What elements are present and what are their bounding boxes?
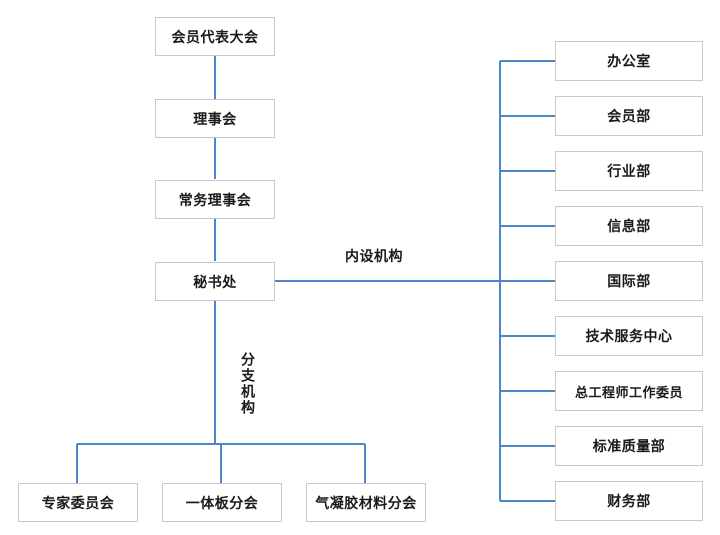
node-aerogel-material-branch[interactable]: 气凝胶材料分会	[306, 483, 426, 522]
node-secretariat[interactable]: 秘书处	[155, 262, 275, 301]
node-chief-engineer-committee-label: 总工程师工作委员	[574, 384, 683, 400]
node-information-dept[interactable]: 信息部	[555, 206, 703, 246]
node-membership-dept-label: 会员部	[607, 108, 651, 124]
node-industry-dept[interactable]: 行业部	[555, 151, 703, 191]
node-industry-dept-label: 行业部	[607, 163, 651, 179]
node-finance-dept-label: 财务部	[607, 493, 651, 509]
node-membership-dept[interactable]: 会员部	[555, 96, 703, 136]
node-expert-committee[interactable]: 专家委员会	[18, 483, 138, 522]
node-standard-quality-dept[interactable]: 标准质量部	[555, 426, 703, 466]
node-assembly[interactable]: 会员代表大会	[155, 17, 275, 56]
node-international-dept[interactable]: 国际部	[555, 261, 703, 301]
node-secretariat-label: 秘书处	[193, 273, 237, 290]
node-integrated-board-branch[interactable]: 一体板分会	[162, 483, 282, 522]
node-integrated-board-branch-label: 一体板分会	[185, 494, 259, 511]
label-internal-departments: 内设机构	[345, 246, 403, 266]
label-branch-organizations: 分支机构	[240, 352, 256, 416]
node-international-dept-label: 国际部	[607, 273, 651, 289]
node-finance-dept[interactable]: 财务部	[555, 481, 703, 521]
label-branch-organizations-text: 分支机构	[240, 352, 256, 416]
node-standing-council-label: 常务理事会	[178, 191, 252, 208]
node-standard-quality-dept-label: 标准质量部	[592, 438, 666, 454]
node-expert-committee-label: 专家委员会	[41, 494, 115, 511]
node-assembly-label: 会员代表大会	[171, 28, 259, 45]
node-chief-engineer-committee[interactable]: 总工程师工作委员	[555, 371, 703, 411]
node-information-dept-label: 信息部	[607, 218, 651, 234]
label-internal-departments-text: 内设机构	[345, 248, 403, 264]
node-office-label: 办公室	[607, 53, 651, 69]
node-standing-council[interactable]: 常务理事会	[155, 180, 275, 219]
node-council-label: 理事会	[193, 110, 237, 127]
node-tech-service-center[interactable]: 技术服务中心	[555, 316, 703, 356]
node-aerogel-material-branch-label: 气凝胶材料分会	[315, 494, 417, 511]
node-office[interactable]: 办公室	[555, 41, 703, 81]
node-tech-service-center-label: 技术服务中心	[585, 328, 673, 344]
node-council[interactable]: 理事会	[155, 99, 275, 138]
